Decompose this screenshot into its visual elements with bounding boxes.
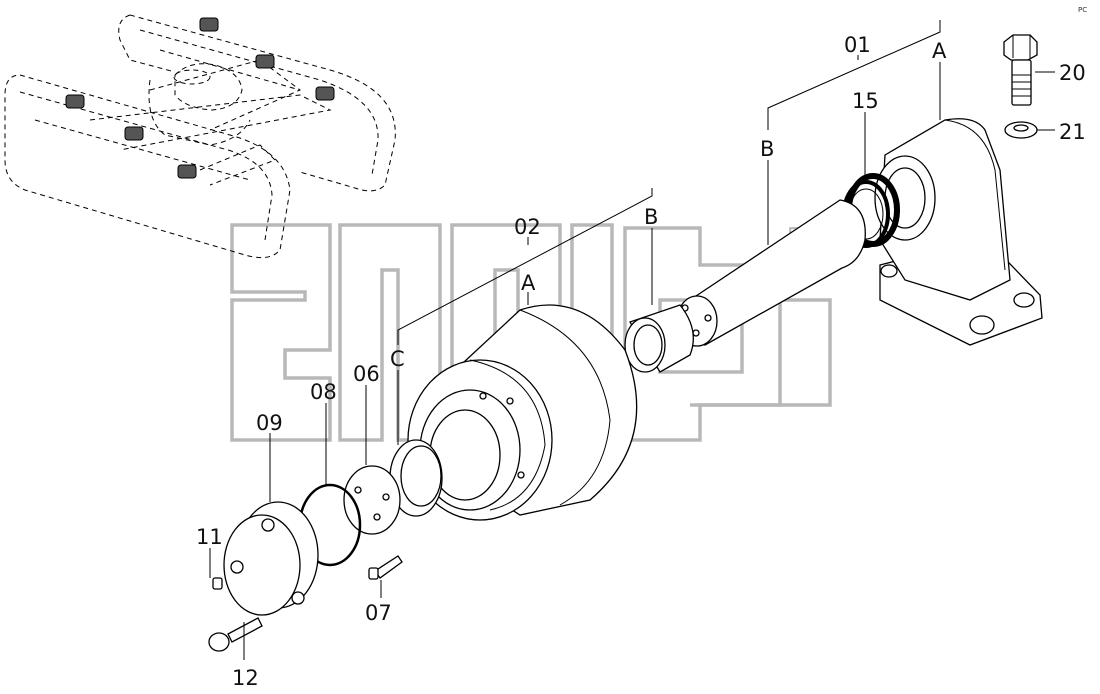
undercarriage-thumbnail [4,14,396,259]
label-01: 01 [844,33,871,57]
roller-marker-2 [255,54,275,69]
roller-marker-6 [177,164,197,179]
screw-07 [368,555,403,580]
label-11: 11 [196,525,223,549]
callout-labels: 01 A B 15 20 21 02 B A C 06 08 09 11 07 … [196,33,1086,690]
label-09: 09 [256,411,283,435]
label-20: 20 [1059,61,1086,85]
roller-body [407,304,638,521]
thrust-plate-06 [343,465,401,535]
label-02-b: B [644,205,658,229]
roller-marker-1 [199,17,219,32]
bushing [624,304,694,373]
roller-marker-5 [124,126,144,141]
label-21: 21 [1059,120,1086,144]
leader-lines [209,20,1055,660]
label-01-a: A [932,39,947,63]
label-12: 12 [232,666,259,690]
bracket-housing [874,118,1043,346]
label-02: 02 [514,215,541,239]
label-02-c: C [390,347,405,371]
label-02-a: A [521,271,536,295]
label-15: 15 [852,89,879,113]
roller-marker-4 [65,94,85,109]
bolt-20 [1003,34,1038,106]
plug-11 [212,577,223,590]
shaft [676,199,866,347]
label-06: 06 [353,362,380,386]
roller-marker-3 [315,86,335,101]
corner-mark: PC [1078,6,1087,14]
washer-21 [1004,121,1038,139]
label-08: 08 [310,380,337,404]
end-cover-09 [223,501,319,616]
label-07: 07 [365,601,392,625]
label-01-b: B [760,137,774,161]
cap-screw-12 [208,617,263,652]
